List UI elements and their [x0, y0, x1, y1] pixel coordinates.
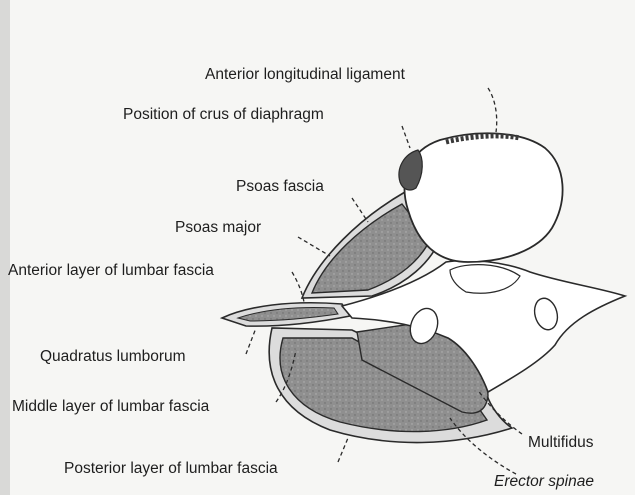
leader-psoas-major [298, 237, 330, 256]
label-anterior-longitudinal-ligament: Anterior longitudinal ligament [205, 66, 405, 84]
label-psoas-major: Psoas major [175, 219, 261, 237]
vertebral-body [405, 133, 563, 262]
scan-edge-shadow [0, 0, 10, 495]
label-psoas-fascia: Psoas fascia [236, 178, 324, 196]
label-quadratus-lumborum: Quadratus lumborum [40, 348, 186, 366]
label-middle-layer-lumbar-fascia: Middle layer of lumbar fascia [12, 398, 209, 416]
label-erector-spinae: Erector spinae [494, 473, 594, 491]
leader-anterior-longitudinal-ligament [488, 88, 497, 132]
label-crus-of-diaphragm: Position of crus of diaphragm [123, 106, 324, 124]
label-multifidus: Multifidus [528, 434, 593, 452]
leader-psoas-fascia [352, 198, 368, 222]
label-anterior-layer-lumbar-fascia: Anterior layer of lumbar fascia [8, 262, 214, 280]
leader-crus-of-diaphragm [402, 126, 410, 148]
leader-quadratus-lumborum [246, 328, 256, 354]
leader-posterior-layer-lumbar-fascia [338, 438, 348, 462]
label-posterior-layer-lumbar-fascia: Posterior layer of lumbar fascia [64, 460, 278, 478]
